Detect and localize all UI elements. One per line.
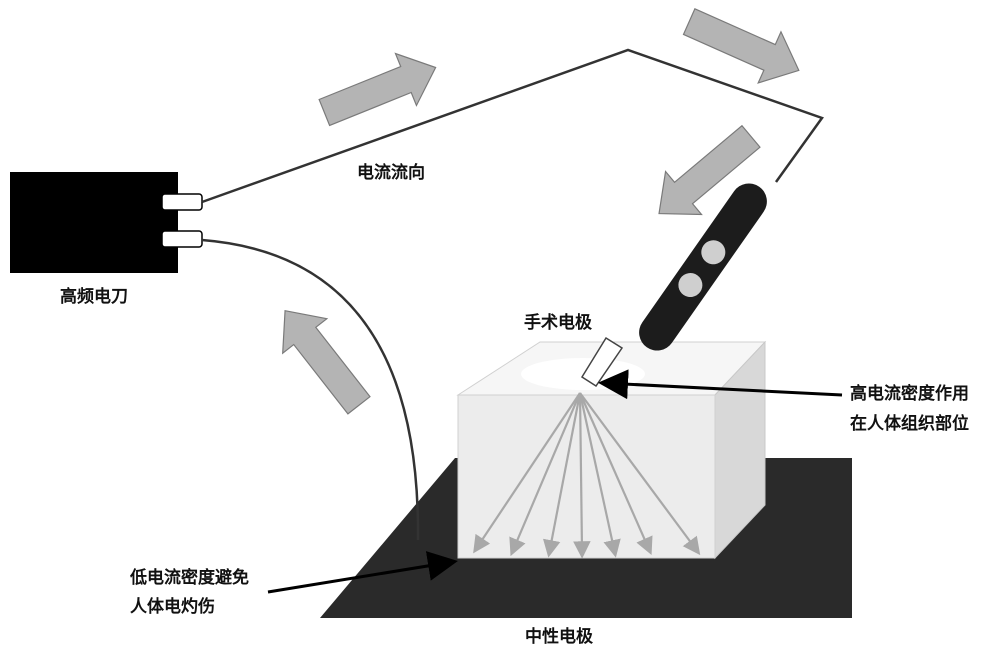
pointer-arrow-icon bbox=[267, 551, 458, 594]
electrode-button bbox=[701, 240, 726, 265]
surgical-electrode bbox=[580, 183, 767, 388]
pointer-arrow-icon bbox=[598, 369, 843, 400]
current-ray bbox=[473, 392, 581, 554]
neutral-electrode-label: 中性电极 bbox=[525, 627, 593, 647]
low-density-label-line2: 人体电灼伤 bbox=[130, 597, 215, 617]
current-ray bbox=[578, 392, 621, 558]
high-density-label-line2: 在人体组织部位 bbox=[850, 414, 969, 434]
current-ray bbox=[579, 392, 701, 556]
generator-port-bottom bbox=[161, 230, 203, 248]
electrode-button bbox=[678, 273, 703, 298]
high-density-label-line1: 高电流密度作用 bbox=[850, 384, 969, 404]
active-wire bbox=[201, 48, 824, 204]
current-ray bbox=[578, 392, 653, 556]
surgical-electrode-label: 手术电极 bbox=[524, 313, 592, 333]
block-arrow-icon bbox=[318, 52, 437, 127]
current-flow-label: 电流流向 bbox=[357, 163, 425, 183]
generator-label: 高频电刀 bbox=[60, 287, 128, 307]
electrode-handle bbox=[639, 183, 767, 351]
current-rays bbox=[473, 392, 701, 559]
generator-port-top bbox=[161, 193, 203, 211]
current-ray bbox=[543, 392, 582, 558]
flow-arrows bbox=[282, 8, 800, 415]
tissue-block bbox=[456, 340, 767, 560]
block-arrow-icon bbox=[282, 310, 371, 415]
current-ray bbox=[573, 392, 591, 559]
return-wire bbox=[201, 238, 420, 541]
generator-box bbox=[10, 172, 178, 273]
block-arrow-icon bbox=[658, 124, 761, 216]
electrode-tip bbox=[580, 336, 624, 388]
block-arrow-icon bbox=[682, 8, 800, 84]
low-density-label-line1: 低电流密度避免 bbox=[130, 568, 249, 588]
current-ray bbox=[509, 392, 582, 557]
